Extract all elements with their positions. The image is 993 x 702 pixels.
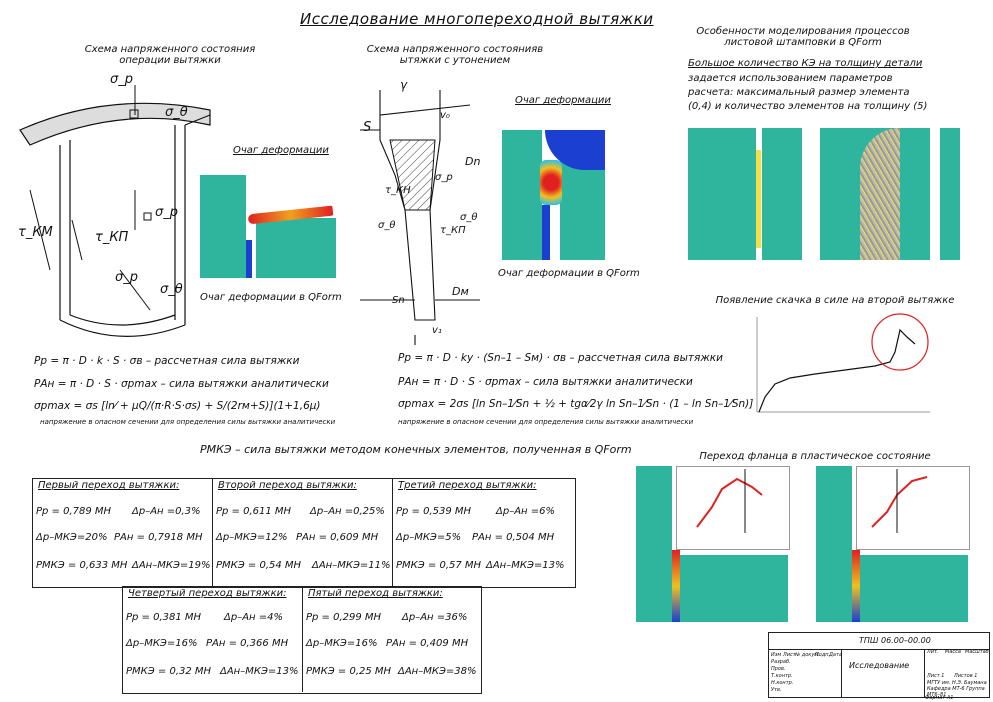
sigma-r-mid: σ_р [155, 205, 178, 220]
mid-scheme-heading: Схема напряженного состоянияв ытяжки с у… [366, 44, 544, 66]
transition-head: Четвертый переход вытяжки: [128, 588, 287, 599]
flange-img1-chart [676, 466, 790, 550]
fe-img1-left [688, 128, 756, 260]
formula-left-2: PАн = π · D · S · σpmax – сила вытяжки а… [34, 378, 329, 390]
sigma-theta-top: σ_θ [165, 105, 188, 120]
left-qform-punch [256, 218, 336, 278]
dm: Dм [452, 285, 469, 298]
page-title: Исследование многопереходной вытяжки [300, 10, 654, 28]
tau-kp-mid: τ_КП [440, 225, 466, 236]
transitions-box-top [32, 478, 576, 588]
tau-km: τ_КМ [18, 225, 53, 240]
right-heading: Особенности моделирования процессов лист… [696, 26, 910, 48]
sigma-theta-bottom: σ_θ [160, 282, 183, 297]
mke-definition: PМКЭ – сила вытяжки методом конечных эле… [200, 443, 632, 456]
left-scheme-heading: Схема напряженного состояния операции вы… [84, 44, 256, 66]
mid-qform-deform [540, 160, 562, 205]
title-block: ТПШ 06.00–00.00 Исследование Лит. Масса … [768, 632, 990, 698]
flange-img2-punch [856, 555, 968, 622]
dn: Dn [465, 155, 481, 168]
flange-img2-wall [852, 550, 860, 622]
left-qform-die [200, 175, 246, 278]
transition-head: Второй переход вытяжки: [218, 480, 357, 491]
stamp-code: ТПШ 06.00–00.00 [859, 636, 931, 645]
sigma-theta-left: σ_θ [378, 220, 396, 231]
v0: v₀ [440, 110, 450, 121]
formula-mid-2: PАн = π · D · S · σpmax – сила вытяжки а… [398, 376, 693, 388]
sn: Sn [392, 295, 405, 306]
sigma-r-bottom: σ_р [115, 270, 138, 285]
mid-qform-wall [542, 205, 550, 260]
flange-img1-left [636, 466, 672, 622]
formula-mid-3: σpmax = 2σs [ln Sn–1⁄Sn + ½ + tgα⁄2γ ln … [398, 398, 754, 410]
transition-head: Первый переход вытяжки: [38, 480, 180, 491]
sigma-theta-right: σ_θ [460, 212, 478, 223]
v1: v₁ [432, 325, 442, 336]
mid-qform-label: Очаг деформации в QForm [498, 268, 640, 279]
gamma: γ [400, 78, 408, 92]
right-text: задается использованием параметров расче… [688, 73, 928, 112]
cup-drawing [19, 85, 211, 337]
transition-1: Первый переход вытяжки: Pр = 0,789 МН Δр… [36, 480, 211, 571]
transition-head: Пятый переход вытяжки: [308, 588, 443, 599]
right-subheading: Большое количество КЭ на толщину детали [688, 58, 923, 69]
formula-left-1: Pр = π · D · k · S · σв – рассчетная сил… [34, 355, 300, 367]
transition-3: Третий переход вытяжки: Pр = 0,539 МН Δр… [396, 480, 565, 571]
left-zone-label: Очаг деформации [233, 145, 329, 156]
flange-img1-wall [672, 550, 680, 622]
fe-img3 [940, 128, 960, 260]
flange-img2-left [816, 466, 852, 622]
fe-img1-right [762, 128, 802, 260]
transition-4: Четвертый переход вытяжки: Pр = 0,381 МН… [126, 588, 299, 677]
fe-img2-mesh [860, 128, 900, 260]
jump-heading: Появление скачка в силе на второй вытяжк… [715, 295, 955, 306]
flange-heading: Переход фланца в пластическое состояние [699, 451, 931, 462]
tau-kp: τ_КП [95, 230, 129, 245]
note-left: напряжение в опасном сечении для определ… [40, 418, 336, 426]
transition-head: Третий переход вытяжки: [398, 480, 537, 491]
flange-img2-chart [856, 466, 970, 550]
transition-2: Второй переход вытяжки: Pр = 0,611 МН Δр… [216, 480, 391, 571]
stamp-format: Формат А1 [925, 695, 954, 701]
s-thickness: S [363, 120, 372, 135]
stamp-name: Исследование [849, 661, 910, 670]
mid-qform-die [502, 130, 542, 260]
sigma-r-mid2: σ_р [435, 172, 453, 183]
force-jump-chart [756, 313, 930, 413]
tau-kn: τ_КН [385, 185, 411, 196]
left-qform-wall [246, 240, 252, 278]
mid-zone-label: Очаг деформации [515, 95, 611, 106]
left-qform-label: Очаг деформации в QForm [200, 292, 342, 303]
fe-img1-wall [756, 150, 761, 248]
formula-mid-1: Pр = π · D · kу · (Sn–1 – Sм) · σв – рас… [398, 352, 723, 364]
note-mid: напряжение в опасном сечении для определ… [398, 418, 694, 426]
flange-img1-punch [676, 555, 788, 622]
transition-5: Пятый переход вытяжки: Pр = 0,299 МН Δр–… [306, 588, 477, 677]
sigma-r-top: σ_р [110, 72, 133, 87]
thinning-drawing [360, 90, 480, 345]
formula-left-3: σpmax = σs [ln⁄ + μQ/(π·R·S·σs) + S/(2rм… [34, 400, 321, 412]
